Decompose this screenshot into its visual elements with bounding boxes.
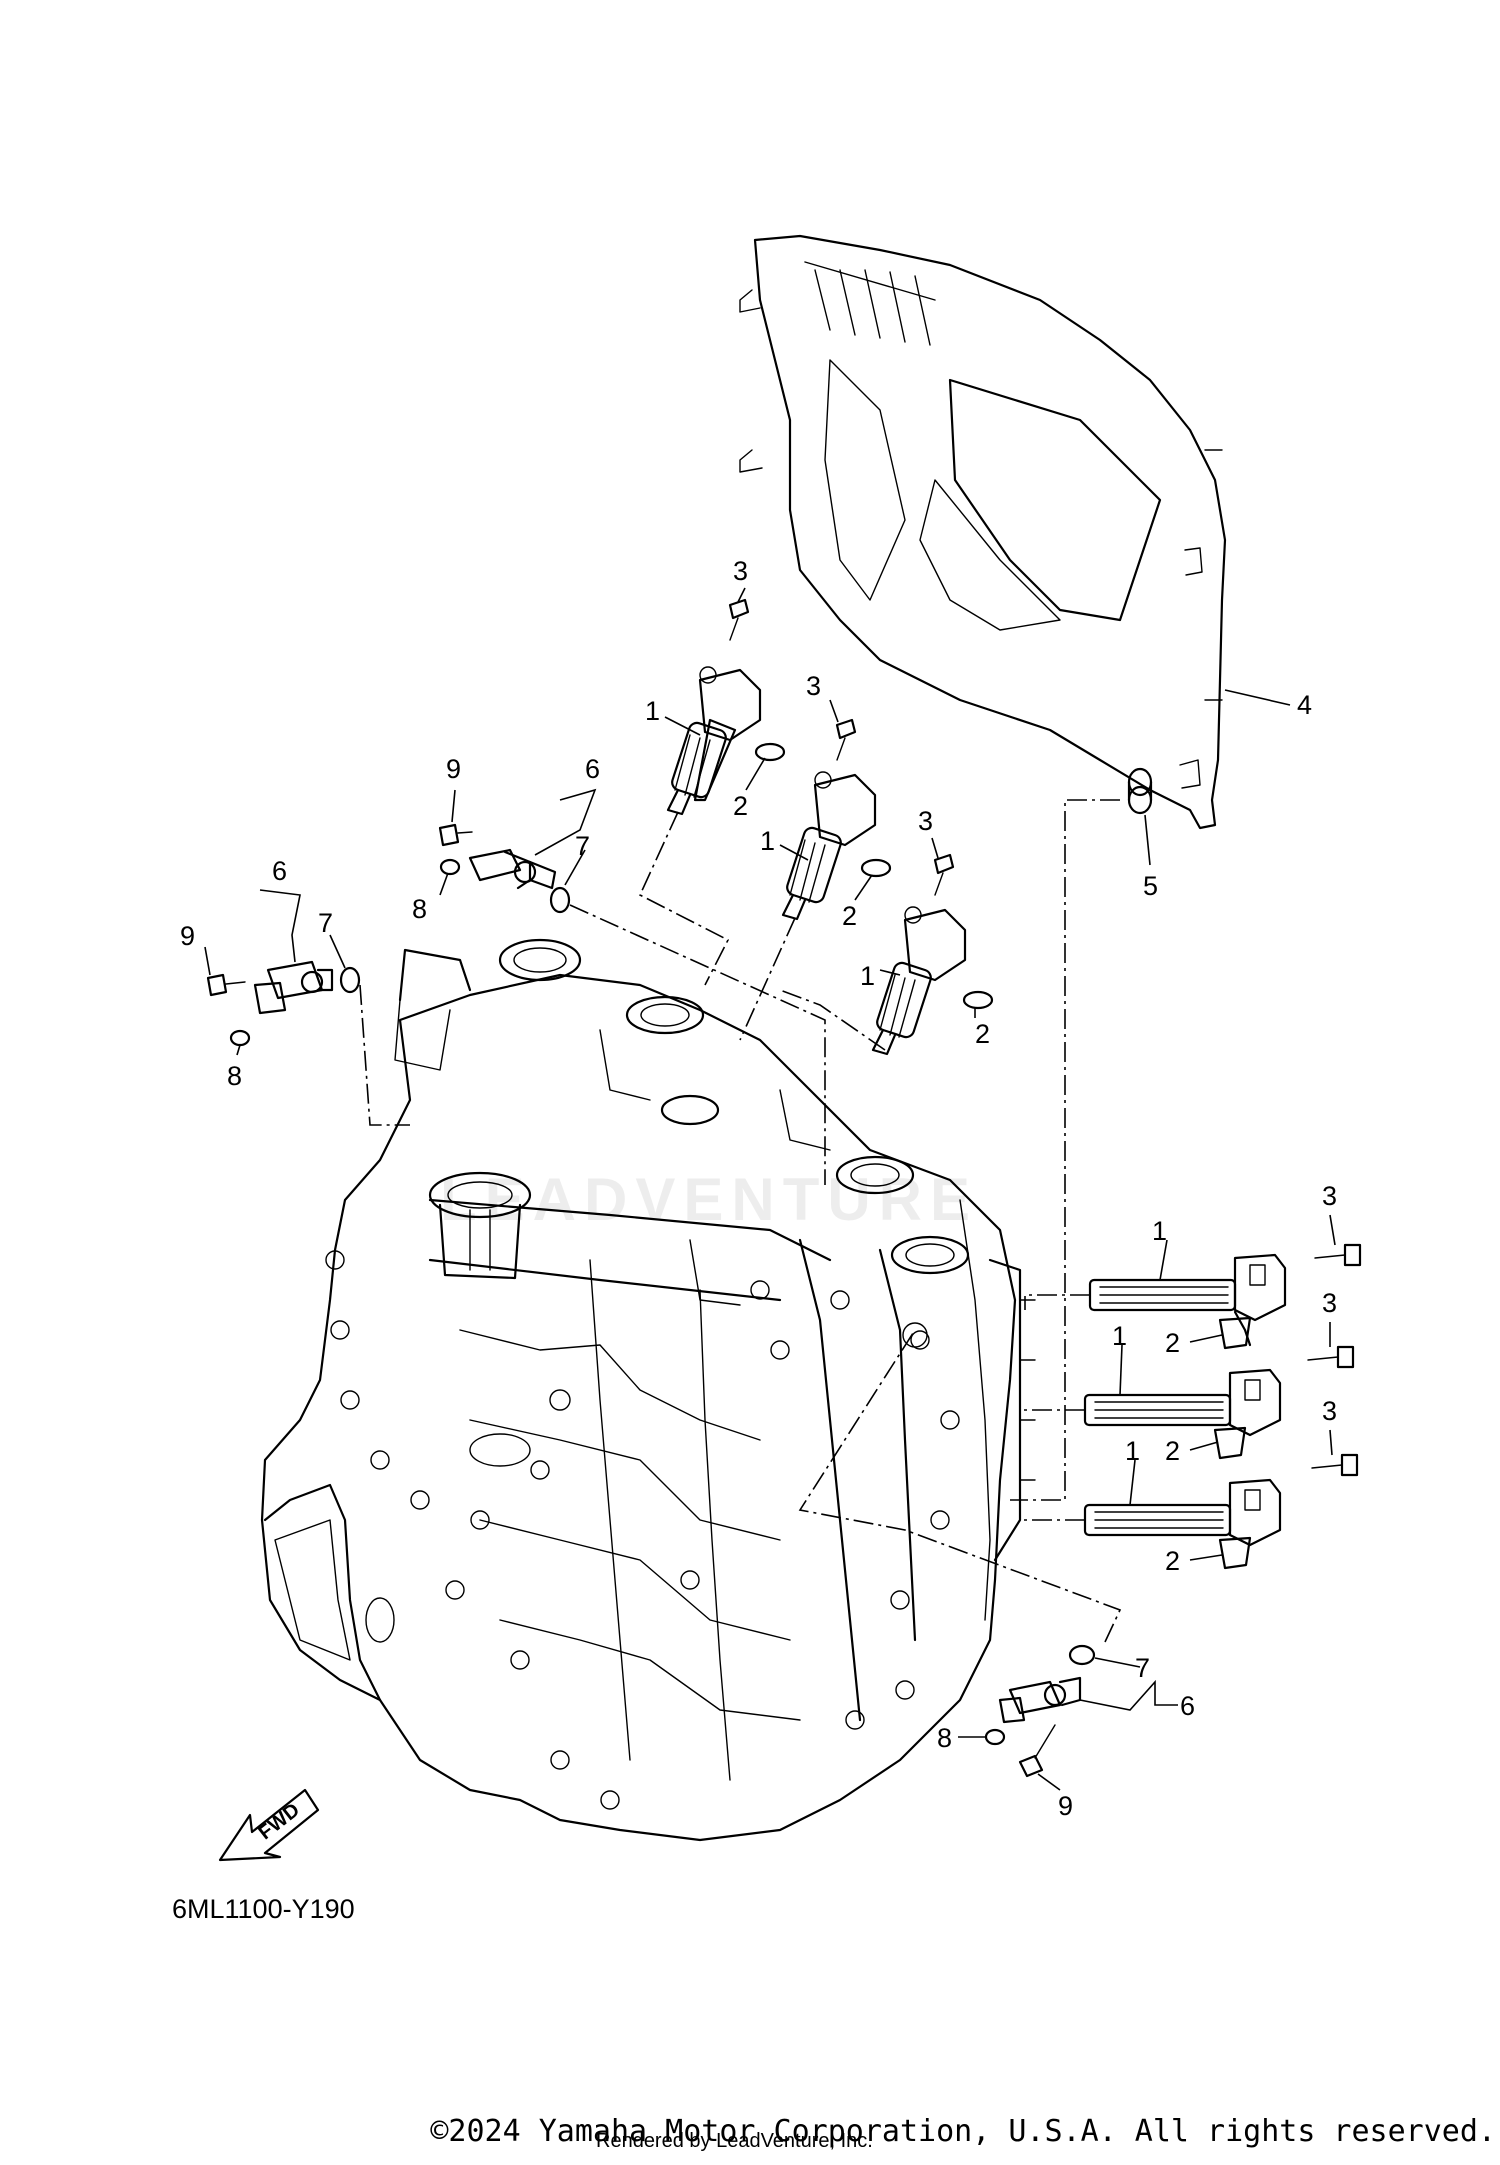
callout-2: 2 bbox=[1165, 1436, 1180, 1466]
callout-2: 2 bbox=[733, 791, 748, 821]
callout-leaders bbox=[204, 587, 1336, 1791]
bolt-part-3-right bbox=[1307, 1243, 1362, 1477]
ignition-coil-cover bbox=[739, 234, 1227, 830]
copyright-notice: ©2024 Yamaha Motor Corporation, U.S.A. A… bbox=[430, 2114, 1496, 2149]
callout-1: 1 bbox=[1152, 1216, 1167, 1246]
seal-part-2-right bbox=[1213, 1316, 1252, 1570]
callout-2: 2 bbox=[842, 901, 857, 931]
callout-3: 3 bbox=[918, 806, 933, 836]
callout-4: 4 bbox=[1297, 690, 1312, 720]
o-ring-part-2-upper bbox=[754, 742, 994, 1010]
ignition-coil-upper-2 bbox=[781, 771, 877, 921]
sensor-part-6-left bbox=[253, 960, 334, 1015]
diagram-code: 6ML1100-Y190 bbox=[172, 1894, 355, 1924]
bolt-part-9 bbox=[206, 823, 1056, 1778]
callout-3: 3 bbox=[1322, 1396, 1337, 1426]
callout-9: 9 bbox=[1058, 1791, 1073, 1821]
ignition-coil-right-3 bbox=[1083, 1478, 1282, 1547]
callout-2: 2 bbox=[1165, 1328, 1180, 1358]
callout-6: 6 bbox=[1180, 1691, 1195, 1721]
callout-8: 8 bbox=[227, 1061, 242, 1091]
callout-6: 6 bbox=[585, 754, 600, 784]
callout-numbers: 1 1 1 1 1 1 2 2 2 2 2 2 3 3 3 3 3 3 4 5 … bbox=[180, 556, 1337, 1821]
callout-7: 7 bbox=[575, 831, 590, 861]
callout-2: 2 bbox=[1165, 1546, 1180, 1576]
callout-8: 8 bbox=[937, 1723, 952, 1753]
o-ring-part-8 bbox=[229, 858, 1006, 1746]
callout-9: 9 bbox=[446, 754, 461, 784]
callout-7: 7 bbox=[1135, 1653, 1150, 1683]
ignition-coil-upper-3 bbox=[871, 906, 967, 1056]
callout-3: 3 bbox=[806, 671, 821, 701]
grommet-part-5 bbox=[1127, 767, 1153, 815]
sensor-part-6-upper bbox=[468, 848, 557, 890]
callout-1: 1 bbox=[760, 826, 775, 856]
ignition-coil-right-2 bbox=[1083, 1368, 1282, 1437]
ignition-coil-upper-1 bbox=[666, 666, 762, 816]
callout-5: 5 bbox=[1143, 871, 1158, 901]
callout-9: 9 bbox=[180, 921, 195, 951]
o-ring-part-7 bbox=[339, 886, 1096, 1666]
engine-block bbox=[260, 938, 1036, 1842]
callout-1: 1 bbox=[645, 696, 660, 726]
callout-1: 1 bbox=[1112, 1321, 1127, 1351]
assembly-centerlines bbox=[359, 799, 1122, 1643]
rendered-by-credit: Rendered by LeadVenture, Inc. bbox=[596, 2130, 873, 2152]
callout-1: 1 bbox=[860, 961, 875, 991]
fwd-arrow: FWD bbox=[218, 1788, 320, 1862]
callout-1: 1 bbox=[1125, 1436, 1140, 1466]
callout-3: 3 bbox=[1322, 1181, 1337, 1211]
callout-6: 6 bbox=[272, 856, 287, 886]
bolt-part-3-upper bbox=[728, 598, 955, 896]
callout-3: 3 bbox=[733, 556, 748, 586]
callout-3: 3 bbox=[1322, 1288, 1337, 1318]
sensor-part-6-lower bbox=[998, 1676, 1082, 1724]
callout-2: 2 bbox=[975, 1019, 990, 1049]
callout-8: 8 bbox=[412, 894, 427, 924]
callout-7: 7 bbox=[318, 908, 333, 938]
